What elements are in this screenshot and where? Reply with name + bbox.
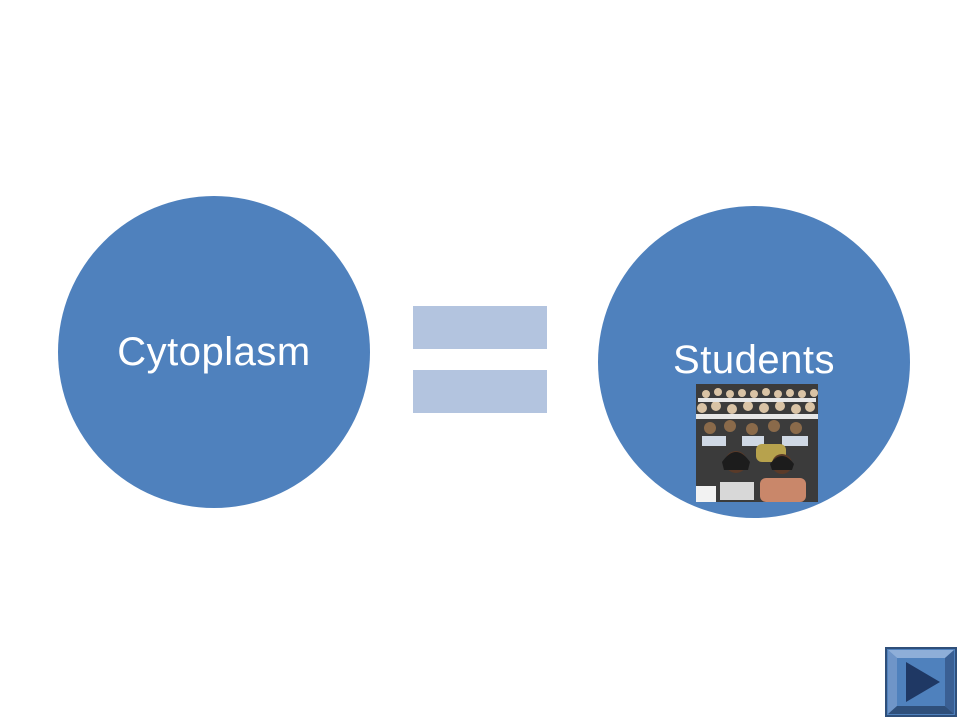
equals-sign-icon <box>413 306 547 349</box>
cytoplasm-label: Cytoplasm <box>117 329 311 374</box>
cytoplasm-circle: Cytoplasm <box>58 196 370 508</box>
play-arrow-icon <box>885 647 957 717</box>
students-classroom-photo <box>696 384 818 502</box>
students-label: Students <box>673 338 835 382</box>
classroom-illustration <box>696 384 818 502</box>
next-slide-button[interactable] <box>885 647 957 717</box>
equals-sign-icon-lower-bar <box>413 370 547 413</box>
